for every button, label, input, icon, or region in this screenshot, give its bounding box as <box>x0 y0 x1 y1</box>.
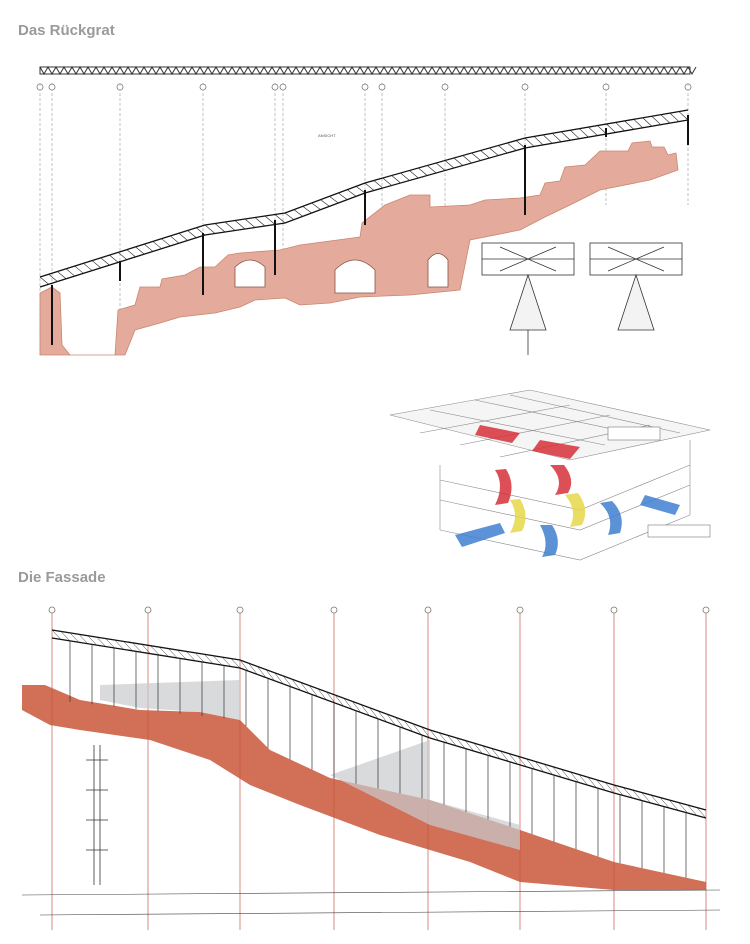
axonometric-ventilation-diagram <box>389 389 711 561</box>
airflow-yellow <box>510 493 586 533</box>
fassade-roof-web <box>51 629 707 819</box>
detail-joint-right <box>589 242 683 331</box>
fassade-grid-markers <box>48 606 710 614</box>
plan-truss <box>39 65 697 76</box>
fassade-glazing <box>100 680 520 850</box>
rueckgrat-section-drawing: ANSICHT <box>36 65 697 356</box>
detail-joint-left <box>481 242 575 355</box>
section-title-rueckgrat: Das Rückgrat <box>18 22 115 39</box>
airflow-red <box>475 425 580 505</box>
airflow-blue <box>455 495 680 557</box>
fassade-section-drawing <box>21 606 721 930</box>
facade-mullions <box>69 640 687 878</box>
legend-boxes <box>607 426 711 538</box>
terrain-masonry <box>39 140 679 356</box>
arch-openings <box>234 253 449 294</box>
grid-markers <box>36 83 692 91</box>
dimension-line <box>21 889 721 916</box>
steel-columns <box>51 115 689 345</box>
svg-text:ANSICHT: ANSICHT <box>318 133 336 138</box>
detail-column <box>86 745 108 885</box>
roof-truss-web <box>39 111 689 285</box>
section-title-fassade: Die Fassade <box>18 569 106 586</box>
